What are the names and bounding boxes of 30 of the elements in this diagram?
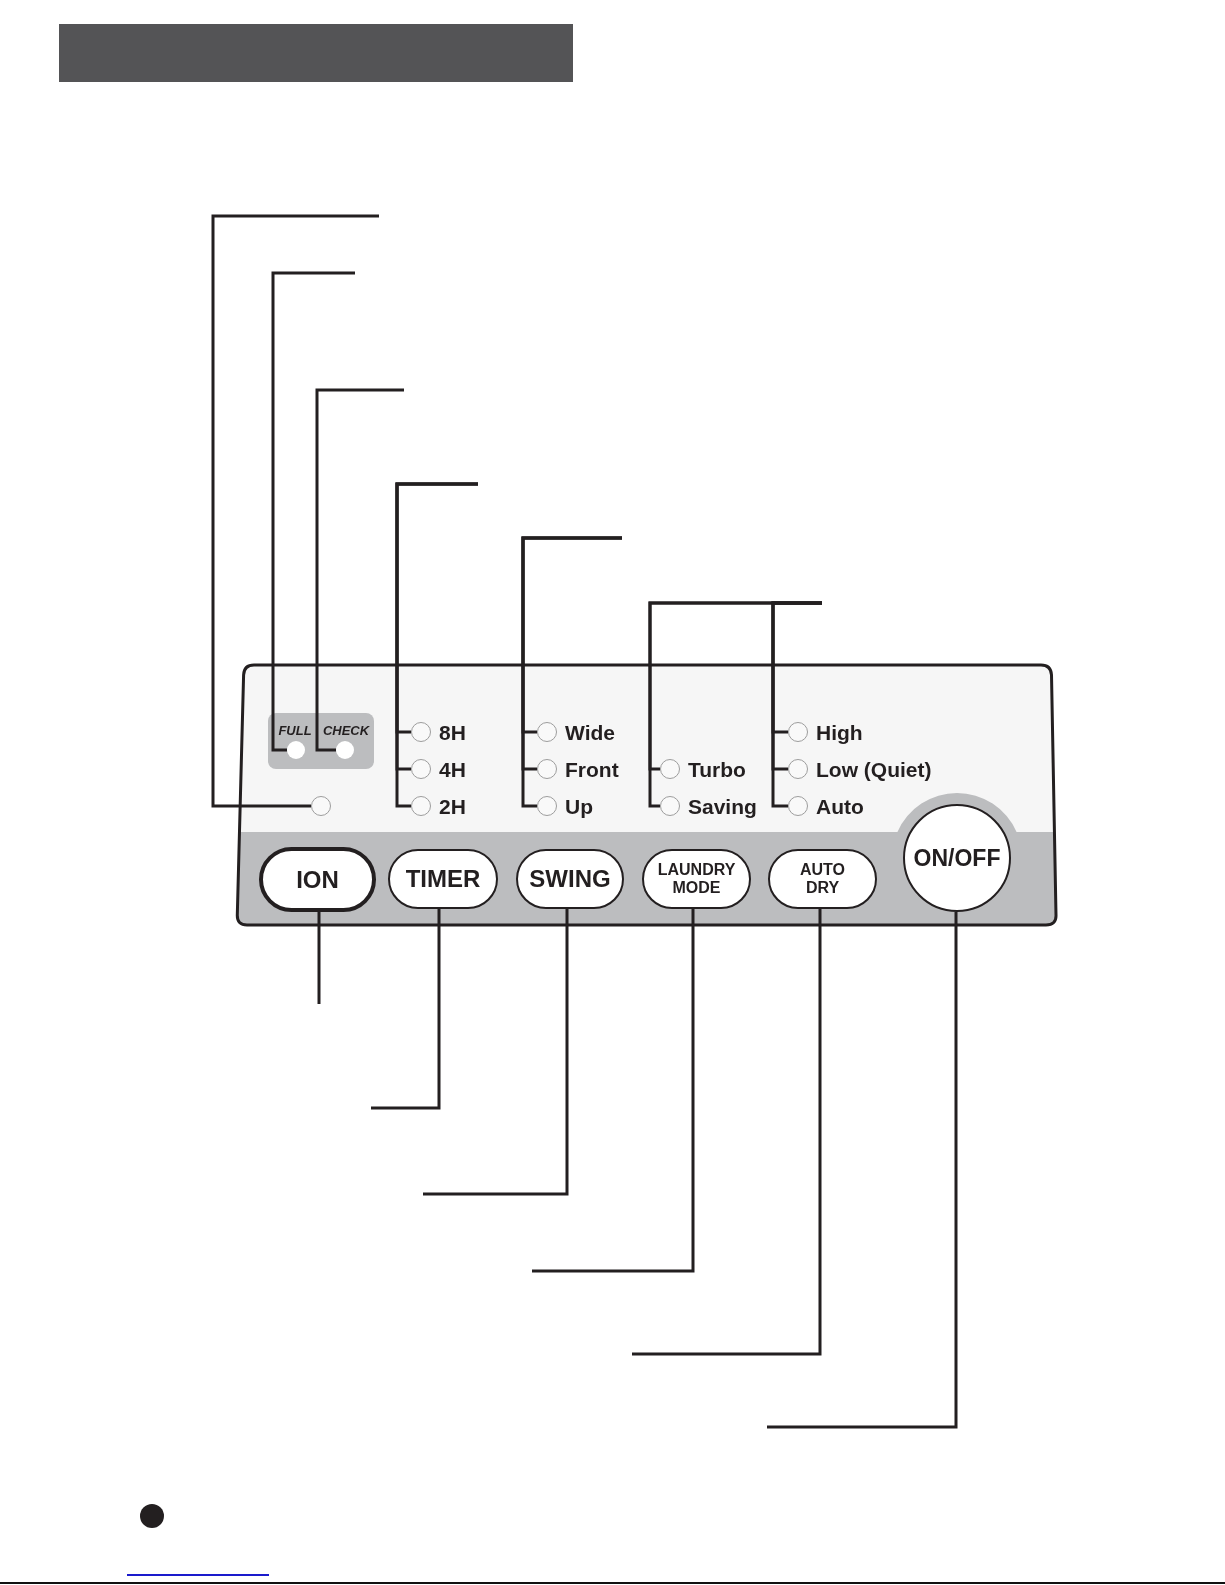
leader-line: [317, 912, 321, 1004]
indicator-label: High: [816, 721, 863, 743]
indicator-label: 2H: [439, 795, 466, 817]
leader-line: [767, 912, 958, 1429]
leader-line: [532, 909, 695, 1273]
indicator-light-icon: [287, 741, 305, 759]
indicator-label: FULL: [278, 724, 312, 737]
control-panel: [233, 662, 1061, 930]
indicator-label: 4H: [439, 758, 466, 780]
indicator-inset: [268, 713, 374, 769]
panel-button: SWING: [516, 849, 624, 909]
indicator-label: 8H: [439, 721, 466, 743]
indicator-label: Wide: [565, 721, 615, 743]
title-bar: [59, 24, 573, 82]
indicator-label: Up: [565, 795, 593, 817]
leader-line: [211, 214, 379, 808]
leader-line: [632, 909, 822, 1356]
leader-line: [371, 909, 441, 1110]
indicator-label: Auto: [816, 795, 864, 817]
panel-button: TIMER: [388, 849, 498, 909]
leader-line: [771, 601, 822, 808]
indicator-light-icon: [336, 741, 354, 759]
indicator-label: CHECK: [322, 724, 370, 737]
indicator-label: Saving: [688, 795, 757, 817]
indicator-label: Front: [565, 758, 619, 780]
leader-line: [315, 388, 404, 752]
leader-line: [423, 909, 569, 1196]
indicator-label: Turbo: [688, 758, 746, 780]
leader-line: [271, 271, 355, 752]
indicator-label: Low (Quiet): [816, 758, 932, 780]
